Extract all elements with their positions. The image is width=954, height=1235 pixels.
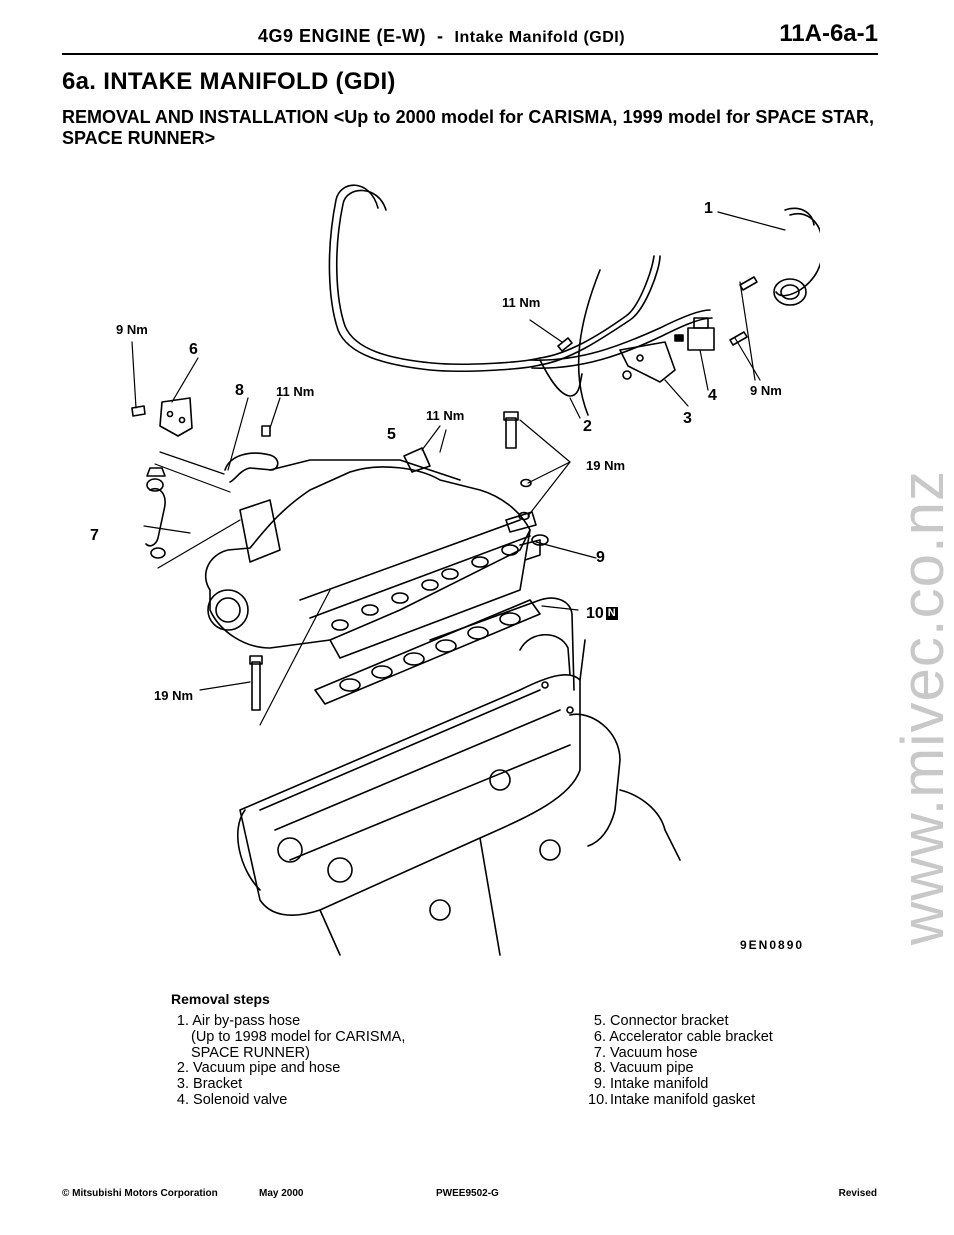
callout-1: 1 (704, 200, 713, 217)
footer-company: Mitsubishi Motors Corporation (72, 1188, 218, 1199)
torque-label-11nm-left: 11 Nm (276, 384, 315, 399)
list-item: (Up to 1998 model for CARISMA, (191, 1028, 406, 1045)
footer-copyright: © Mitsubishi Motors Corporation (62, 1188, 218, 1199)
gasket-replace-symbol: N (605, 607, 618, 620)
header-chapter: 4G9 ENGINE (E-W) - Intake Manifold (GDI) (258, 26, 625, 47)
torque-label-9nm-left: 9 Nm (116, 322, 148, 337)
torque-label-9nm-right: 9 Nm (750, 383, 782, 398)
list-item: 7. Vacuum hose (593, 1044, 698, 1061)
list-item: 1. Air by-pass hose (176, 1013, 301, 1029)
leader-lines (131, 211, 786, 726)
list-item: 6. Accelerator cable bracket (593, 1028, 773, 1045)
footer-date: May 2000 (259, 1188, 304, 1199)
vacuum-hose-7-drawing (145, 488, 166, 547)
intake-manifold-drawing (204, 459, 549, 659)
header-separator: - (437, 26, 444, 46)
chapter-subtitle: Intake Manifold (GDI) (454, 29, 626, 46)
chapter-title: 4G9 ENGINE (E-W) (258, 26, 427, 46)
list-item: 3. Bracket (176, 1076, 243, 1093)
callout-10-number: 10 (586, 605, 604, 622)
solenoid-valve-drawing (687, 327, 715, 351)
torque-label-19nm-left: 19 Nm (154, 688, 194, 703)
page-number: 11A-6a-1 (779, 20, 878, 47)
callout-6: 6 (189, 341, 198, 358)
diagram-drawing (131, 184, 824, 956)
callout-5: 5 (387, 426, 396, 443)
callout-3: 3 (683, 410, 692, 427)
torque-label-11nm-center: 11 Nm (426, 408, 465, 423)
air-bypass-hose-drawing (775, 213, 824, 297)
copyright-symbol: © (62, 1188, 70, 1199)
watermark-text: www.mivec.co.nz (889, 470, 954, 946)
list-item: 10. Intake manifold gasket (588, 1091, 756, 1108)
callout-8: 8 (235, 382, 244, 399)
figure-code: 9EN0890 (740, 938, 805, 952)
footer-doc-code: PWEE9502-G (436, 1188, 499, 1199)
section-subtitle: REMOVAL AND INSTALLATION <Up to 2000 mod… (62, 107, 874, 148)
bracket-drawing (619, 341, 676, 383)
torque-label-11nm-top: 11 Nm (502, 295, 541, 310)
engine-cylinder-head-drawing (237, 597, 681, 956)
list-item: 5. Connector bracket (593, 1013, 729, 1029)
callout-9: 9 (596, 549, 605, 566)
callout-4: 4 (708, 387, 717, 404)
list-item: SPACE RUNNER) (191, 1044, 310, 1061)
callout-7: 7 (90, 527, 99, 544)
section-title: 6a. INTAKE MANIFOLD (GDI) (62, 68, 396, 95)
vacuum-hose-drawing (328, 184, 541, 372)
accelerator-cable-bracket-drawing (159, 397, 193, 437)
list-item: 9. Intake manifold (593, 1076, 709, 1093)
header-rule (62, 53, 878, 55)
footer-status: Revised (838, 1188, 877, 1199)
removal-steps-left-list: 1. Air by-pass hose (Up to 1998 model fo… (171, 1013, 406, 1109)
list-item: 4. Solenoid valve (176, 1091, 288, 1108)
torque-label-19nm-right: 19 Nm (586, 458, 626, 473)
connector-bracket-drawing (403, 447, 431, 473)
list-item: 2. Vacuum pipe and hose (176, 1060, 341, 1077)
removal-steps-heading: Removal steps (171, 991, 270, 1007)
vacuum-pipe-drawing (224, 452, 279, 483)
intake-manifold-gasket-drawing (314, 599, 541, 705)
callout-2: 2 (583, 418, 592, 435)
list-item: 8. Vacuum pipe (593, 1060, 694, 1077)
removal-steps-right-list: 5. Connector bracket 6. Accelerator cabl… (588, 1013, 773, 1109)
